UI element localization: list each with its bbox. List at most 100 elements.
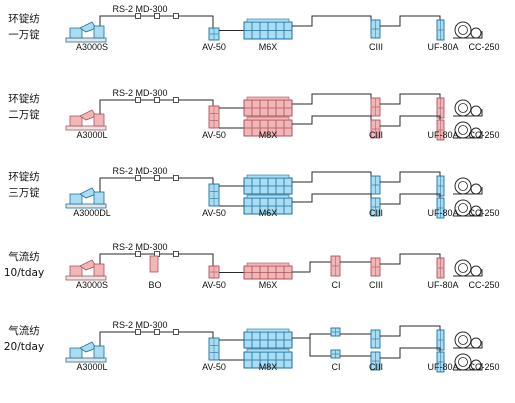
feeder-body xyxy=(69,27,83,39)
av-label: AV-50 xyxy=(202,42,226,52)
cc-label: CC-250 xyxy=(468,362,499,372)
ciii-label: CIII xyxy=(369,42,383,52)
card-doffer xyxy=(470,27,482,39)
uf-label: UF-80A xyxy=(427,280,458,290)
pipe-device xyxy=(135,13,141,19)
av-label: AV-50 xyxy=(202,208,226,218)
connector-line xyxy=(99,331,114,346)
feeder-tower xyxy=(93,113,105,127)
connector-line xyxy=(292,15,372,27)
card-cylinder-inner xyxy=(458,335,468,345)
ciii-label: CIII xyxy=(369,362,383,372)
pipe-device xyxy=(173,175,179,181)
pipe-device xyxy=(135,175,141,181)
ciii-label: CIII xyxy=(369,208,383,218)
mixer-top xyxy=(246,96,290,101)
connector-line xyxy=(380,193,441,205)
mixer-label: M6X xyxy=(259,280,278,290)
bo-unit xyxy=(149,255,159,273)
connector-line xyxy=(200,99,214,106)
feeder-rail xyxy=(65,203,107,209)
cc-label: CC-250 xyxy=(468,130,499,140)
pipe-device xyxy=(154,329,160,335)
feeder-tower xyxy=(93,191,105,205)
pipe-device xyxy=(135,329,141,335)
mixer-top xyxy=(246,348,290,353)
ciii-label: CIII xyxy=(369,130,383,140)
feeder-tower xyxy=(93,345,105,359)
mixer-top xyxy=(246,18,290,23)
mixer-top xyxy=(246,174,290,179)
feeder-body xyxy=(69,347,83,359)
connector-line xyxy=(200,15,214,28)
card-base xyxy=(453,209,483,217)
connector-line xyxy=(99,177,114,192)
feeder-tower xyxy=(93,25,105,39)
connector-line xyxy=(380,347,441,359)
card-cylinder-inner xyxy=(458,263,468,273)
connector-line xyxy=(99,253,114,264)
connector-line xyxy=(292,93,372,105)
cc-label: CC-250 xyxy=(468,280,499,290)
connector-line xyxy=(380,171,441,183)
pipe-device xyxy=(135,97,141,103)
feeder-label: A3000L xyxy=(76,362,107,372)
card-doffer xyxy=(470,337,482,349)
connector-line xyxy=(380,15,441,27)
card-cylinder-inner xyxy=(458,25,468,35)
connector-line xyxy=(292,193,372,203)
card-cylinder-inner xyxy=(458,125,468,135)
mixer-top xyxy=(246,328,290,333)
cc-label: CC-250 xyxy=(468,208,499,218)
feeder-label: A3000L xyxy=(76,130,107,140)
card-cylinder-inner xyxy=(458,103,468,113)
card-base xyxy=(453,341,483,349)
row-title: 环锭纺 xyxy=(8,170,40,183)
row-title: 气流纺 xyxy=(8,250,40,263)
mixer-label: M6X xyxy=(259,208,278,218)
pipe-device xyxy=(173,251,179,257)
row-title: 气流纺 xyxy=(8,324,40,337)
feeder-body xyxy=(69,115,83,127)
card-base xyxy=(453,363,483,371)
mixer-label: M8X xyxy=(259,130,278,140)
card-cylinder-inner xyxy=(458,181,468,191)
connector-line xyxy=(380,253,441,265)
connector-line xyxy=(380,115,441,127)
pipe-device xyxy=(173,97,179,103)
feeder-rail xyxy=(65,125,107,131)
feeder-rail xyxy=(65,37,107,43)
card-cylinder-inner xyxy=(458,203,468,213)
row-subtitle: 10/tday xyxy=(4,267,44,279)
pipe-device xyxy=(135,251,141,257)
ciii-label: CIII xyxy=(369,280,383,290)
pipe-label: RS-2 MD-300 xyxy=(112,320,167,330)
av-label: AV-50 xyxy=(202,362,226,372)
row-subtitle: 二万锭 xyxy=(8,108,40,121)
feeder-rail xyxy=(65,357,107,363)
row-subtitle: 三万锭 xyxy=(8,186,40,199)
row-title: 环锭纺 xyxy=(8,92,40,105)
connector-line xyxy=(99,15,114,26)
row-subtitle: 一万锭 xyxy=(8,28,40,41)
pipe-device xyxy=(173,329,179,335)
pipe-device xyxy=(154,97,160,103)
connector-line xyxy=(292,261,331,273)
feeder-rail xyxy=(65,275,107,281)
connector-line xyxy=(99,99,114,114)
pipe-label: RS-2 MD-300 xyxy=(112,88,167,98)
connector-line xyxy=(380,325,441,337)
mixer-label: M6X xyxy=(259,42,278,52)
mixer-top xyxy=(246,262,290,267)
card-base xyxy=(453,269,483,277)
feeder-body xyxy=(69,265,83,277)
bo-label: BO xyxy=(148,280,161,290)
av-label: AV-50 xyxy=(202,130,226,140)
feeder-label: A3000S xyxy=(76,280,108,290)
av-label: AV-50 xyxy=(202,280,226,290)
connector-line xyxy=(200,331,214,338)
card-doffer xyxy=(470,105,482,117)
